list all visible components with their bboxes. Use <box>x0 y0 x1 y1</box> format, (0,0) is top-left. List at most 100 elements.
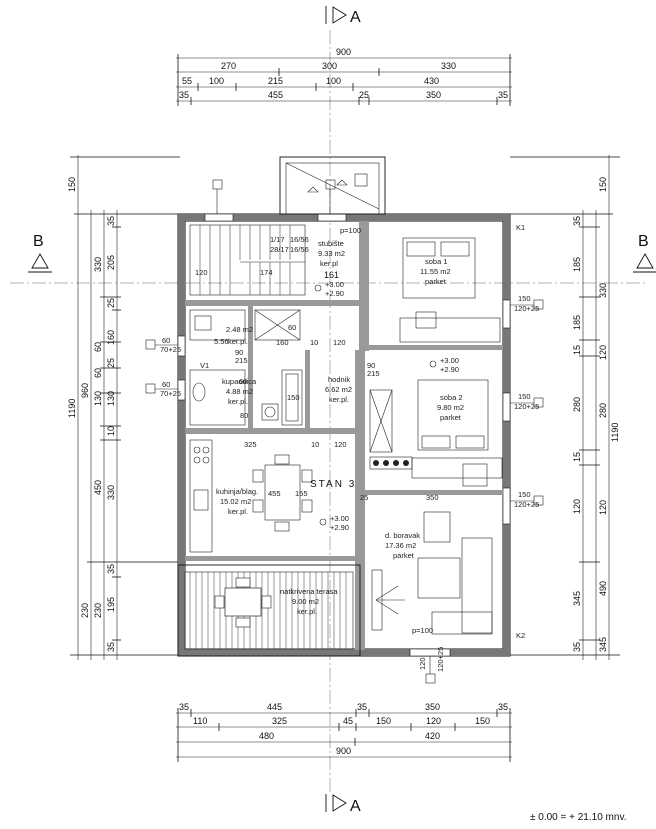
entrance-porch <box>279 156 386 215</box>
svg-text:35: 35 <box>106 564 116 574</box>
svg-text:ker.pl.: ker.pl. <box>329 395 349 404</box>
svg-text:330: 330 <box>441 61 456 71</box>
svg-text:150: 150 <box>475 716 490 726</box>
terrace <box>177 564 361 657</box>
svg-text:345: 345 <box>598 637 608 652</box>
svg-text:450: 450 <box>93 480 103 495</box>
room-label-soba-1: soba 1 11.55 m2 parket <box>420 257 451 286</box>
svg-text:130: 130 <box>93 391 103 406</box>
svg-text:480: 480 <box>259 731 274 741</box>
room-label-terasa: natkrivena terasa 9.00 m2 ker.pl. <box>280 587 338 616</box>
svg-text:28/17: 28/17 <box>270 245 289 254</box>
section-mark-a-bottom: A <box>325 794 361 815</box>
svg-text:960: 960 <box>80 383 90 398</box>
svg-text:35: 35 <box>106 642 116 652</box>
svg-text:2.48 m2: 2.48 m2 <box>226 325 253 334</box>
svg-text:16/56: 16/56 <box>290 245 309 254</box>
level-mark-2: +3.00 +2.90 <box>429 356 459 374</box>
svg-text:+2.90: +2.90 <box>325 289 344 298</box>
svg-text:25: 25 <box>106 358 116 368</box>
svg-text:490: 490 <box>598 581 608 596</box>
svg-text:ker.pl.: ker.pl. <box>228 397 248 406</box>
window-tag-bottom: 120 120+25 <box>418 647 445 684</box>
window-tag-top-2 <box>325 179 336 214</box>
dining-table <box>252 454 313 532</box>
svg-text:270: 270 <box>221 61 236 71</box>
svg-text:160: 160 <box>276 338 289 347</box>
svg-text:60: 60 <box>162 336 170 345</box>
interior-dims: 160 120 10 325 10 120 25 350 455 155 90 … <box>235 323 439 502</box>
svg-text:300: 300 <box>322 61 337 71</box>
staircase: 120 174 1/17 28/17 16/56 16/56 <box>189 224 309 296</box>
stair-dim: 161 <box>324 270 339 280</box>
svg-text:185: 185 <box>572 257 582 272</box>
mark-v1: V1 <box>200 361 209 370</box>
svg-text:hodnik: hodnik <box>328 375 350 384</box>
svg-text:120: 120 <box>598 345 608 360</box>
svg-text:100: 100 <box>326 76 341 86</box>
svg-text:ker.pl: ker.pl <box>320 259 338 268</box>
room-label-hodnik: hodnik 6.62 m2 ker.pl. <box>325 375 352 404</box>
svg-text:+3.00: +3.00 <box>330 514 349 523</box>
svg-text:185: 185 <box>572 315 582 330</box>
svg-text:455: 455 <box>268 489 281 498</box>
svg-text:120+25: 120+25 <box>436 647 445 672</box>
svg-text:90: 90 <box>235 348 243 357</box>
svg-text:35: 35 <box>498 702 508 712</box>
svg-text:130: 130 <box>106 391 116 406</box>
svg-text:10: 10 <box>310 338 318 347</box>
svg-text:soba 2: soba 2 <box>440 393 463 402</box>
svg-text:150: 150 <box>598 177 608 192</box>
svg-text:280: 280 <box>598 403 608 418</box>
window-tag-right-3: 150 120+25 <box>510 490 544 509</box>
bed-soba-1 <box>399 237 501 343</box>
bed-soba-2 <box>369 379 503 487</box>
dims-top: 900 270 300 330 55 100 215 100 430 35 45… <box>176 47 512 106</box>
svg-text:900: 900 <box>336 47 351 57</box>
svg-text:35: 35 <box>498 90 508 100</box>
svg-text:330: 330 <box>598 283 608 298</box>
kitchen-counter <box>189 439 213 553</box>
window-tag-left-2: 60 70+25 <box>145 380 181 398</box>
level-mark-1: +3.00 +2.90 <box>314 280 344 298</box>
window-tag-right-2: 150 120+25 <box>510 392 544 411</box>
svg-text:+2.90: +2.90 <box>330 523 349 532</box>
svg-text:230: 230 <box>93 603 103 618</box>
window-tag-top-1 <box>212 179 223 214</box>
mark-p100-bottom: p=100 <box>412 626 433 635</box>
svg-text:330: 330 <box>93 257 103 272</box>
svg-text:445: 445 <box>267 702 282 712</box>
elevation-note: ± 0.00 = + 21.10 mnv. <box>530 812 626 823</box>
svg-text:215: 215 <box>268 76 283 86</box>
unit-label: STAN 3 <box>310 479 356 490</box>
wc-dim: 5.56 <box>214 337 229 346</box>
room-label-wc: 2.48 m2 ker.pl. <box>226 325 253 346</box>
svg-text:4.88 m2: 4.88 m2 <box>226 387 253 396</box>
svg-text:215: 215 <box>367 369 380 378</box>
svg-text:120+25: 120+25 <box>514 402 539 411</box>
svg-text:120: 120 <box>195 268 208 277</box>
svg-text:9.00 m2: 9.00 m2 <box>292 597 319 606</box>
svg-text:ker.pl.: ker.pl. <box>228 507 248 516</box>
svg-text:+3.00: +3.00 <box>325 280 344 289</box>
mark-k2: K2 <box>516 631 525 640</box>
dims-bottom: 35 445 35 350 35 110 325 45 150 120 150 … <box>176 702 512 762</box>
svg-text:205: 205 <box>106 255 116 270</box>
svg-text:174: 174 <box>260 268 273 277</box>
svg-text:350: 350 <box>426 90 441 100</box>
svg-text:120: 120 <box>598 500 608 515</box>
svg-text:1190: 1190 <box>610 423 620 442</box>
mark-p100-top: p=100 <box>340 226 361 235</box>
section-mark-a-top: A <box>325 6 361 26</box>
svg-text:1190: 1190 <box>67 399 77 418</box>
svg-text:6.62 m2: 6.62 m2 <box>325 385 352 394</box>
svg-text:195: 195 <box>106 597 116 612</box>
svg-text:parket: parket <box>393 551 415 560</box>
svg-text:kupaonica: kupaonica <box>222 377 257 386</box>
svg-text:15.02 m2: 15.02 m2 <box>220 497 251 506</box>
svg-text:11.55 m2: 11.55 m2 <box>420 267 451 276</box>
svg-text:35: 35 <box>179 90 189 100</box>
svg-text:155: 155 <box>295 489 308 498</box>
svg-text:35: 35 <box>106 216 116 226</box>
